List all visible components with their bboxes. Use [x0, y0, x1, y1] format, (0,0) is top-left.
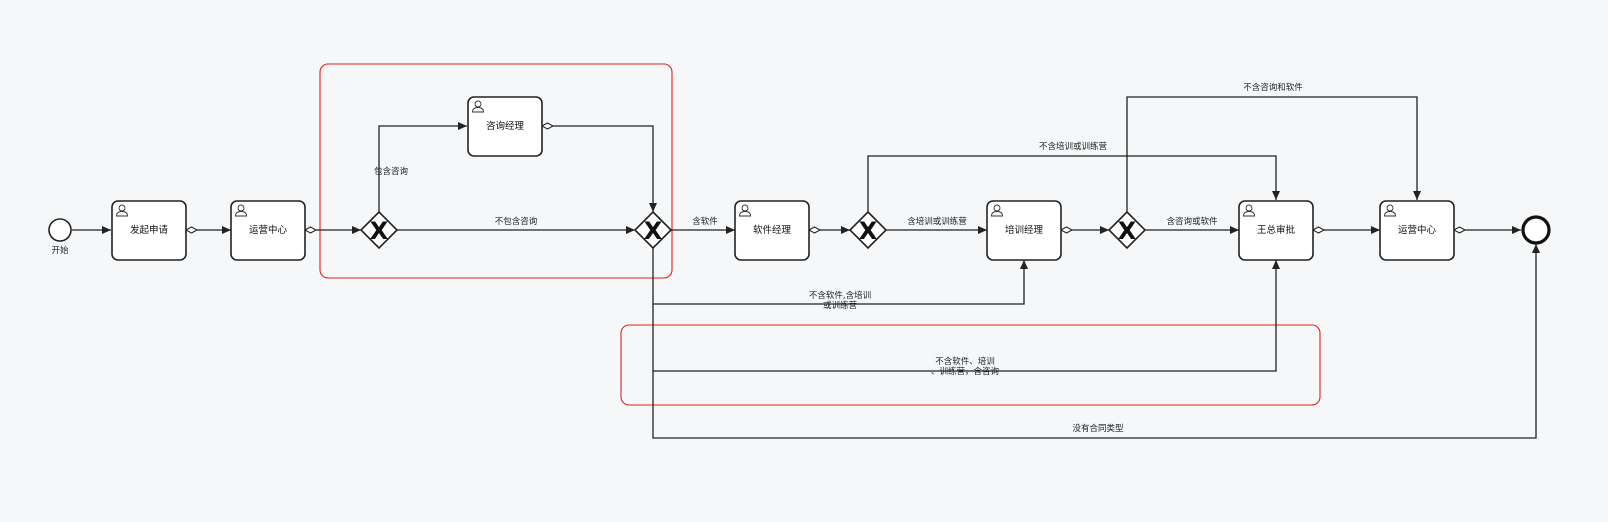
task-label: 咨询经理 [486, 120, 525, 132]
task-consulting-manager[interactable]: 咨询经理 [467, 96, 543, 157]
task-training-manager[interactable]: 培训经理 [986, 200, 1062, 261]
task-ceo-approval[interactable]: 王总审批 [1238, 200, 1314, 261]
flow-label-no-software-training-line1: 不含软件、培训 [935, 356, 995, 367]
flow-gw2-end[interactable] [652, 244, 1540, 439]
flow-t3-gw2[interactable] [542, 126, 653, 212]
gateway-x-icon: X [370, 217, 389, 245]
selection-box-no-software [620, 324, 1321, 406]
flow-label-exclude-consult: 不包含咨询 [495, 216, 538, 227]
flow-label-no-software-has-training-line1: 不含软件,含培训 [809, 290, 871, 301]
task-operations-center[interactable]: 运营中心 [230, 200, 306, 261]
task-initiate-request[interactable]: 发起申请 [111, 200, 187, 261]
task-label: 软件经理 [753, 224, 792, 236]
flow-gw3-t6[interactable] [867, 155, 1280, 212]
task-label: 运营中心 [249, 224, 288, 236]
flow-label-no-contract-type: 没有合同类型 [1072, 423, 1124, 434]
exclusive-gateway-2[interactable]: X [633, 210, 673, 250]
flow-label-no-software-training-line2: 、训练营，含咨询 [931, 366, 999, 377]
start-event[interactable] [48, 218, 72, 242]
gateway-x-icon: X [1118, 217, 1137, 245]
task-label: 运营中心 [1398, 224, 1437, 236]
exclusive-gateway-3[interactable]: X [848, 210, 888, 250]
exclusive-gateway-4[interactable]: X [1107, 210, 1147, 250]
flow-gw1-t3[interactable] [378, 122, 467, 212]
flow-gw2-t5[interactable] [652, 248, 1028, 305]
end-event[interactable] [1521, 215, 1551, 245]
gateway-x-icon: X [644, 217, 663, 245]
flow-label-no-consult-and-software: 不含咨询和软件 [1243, 82, 1303, 93]
task-label: 王总审批 [1257, 224, 1296, 236]
flow-label-has-consult-or-software: 含咨询或软件 [1166, 216, 1218, 227]
flow-label-no-training: 不含培训或训练营 [1039, 141, 1107, 152]
exclusive-gateway-1[interactable]: X [359, 210, 399, 250]
flow-label-no-software-has-training-line2: 或训练营 [823, 300, 857, 311]
flow-label-has-training: 含培训或训练营 [907, 216, 967, 227]
task-label: 培训经理 [1005, 224, 1044, 236]
selection-box-consult [319, 63, 673, 279]
task-operations-center-final[interactable]: 运营中心 [1379, 200, 1455, 261]
flow-label-include-consult: 包含咨询 [374, 166, 408, 177]
sequence-flows [72, 96, 1540, 439]
task-label: 发起申请 [130, 224, 169, 236]
start-event-label: 开始 [51, 245, 69, 256]
flow-gw2-t6[interactable] [652, 260, 1280, 372]
flow-label-has-software: 含软件 [692, 216, 718, 227]
flow-gw4-t7[interactable] [1126, 96, 1421, 212]
gateway-x-icon: X [859, 217, 878, 245]
task-software-manager[interactable]: 软件经理 [734, 200, 810, 261]
